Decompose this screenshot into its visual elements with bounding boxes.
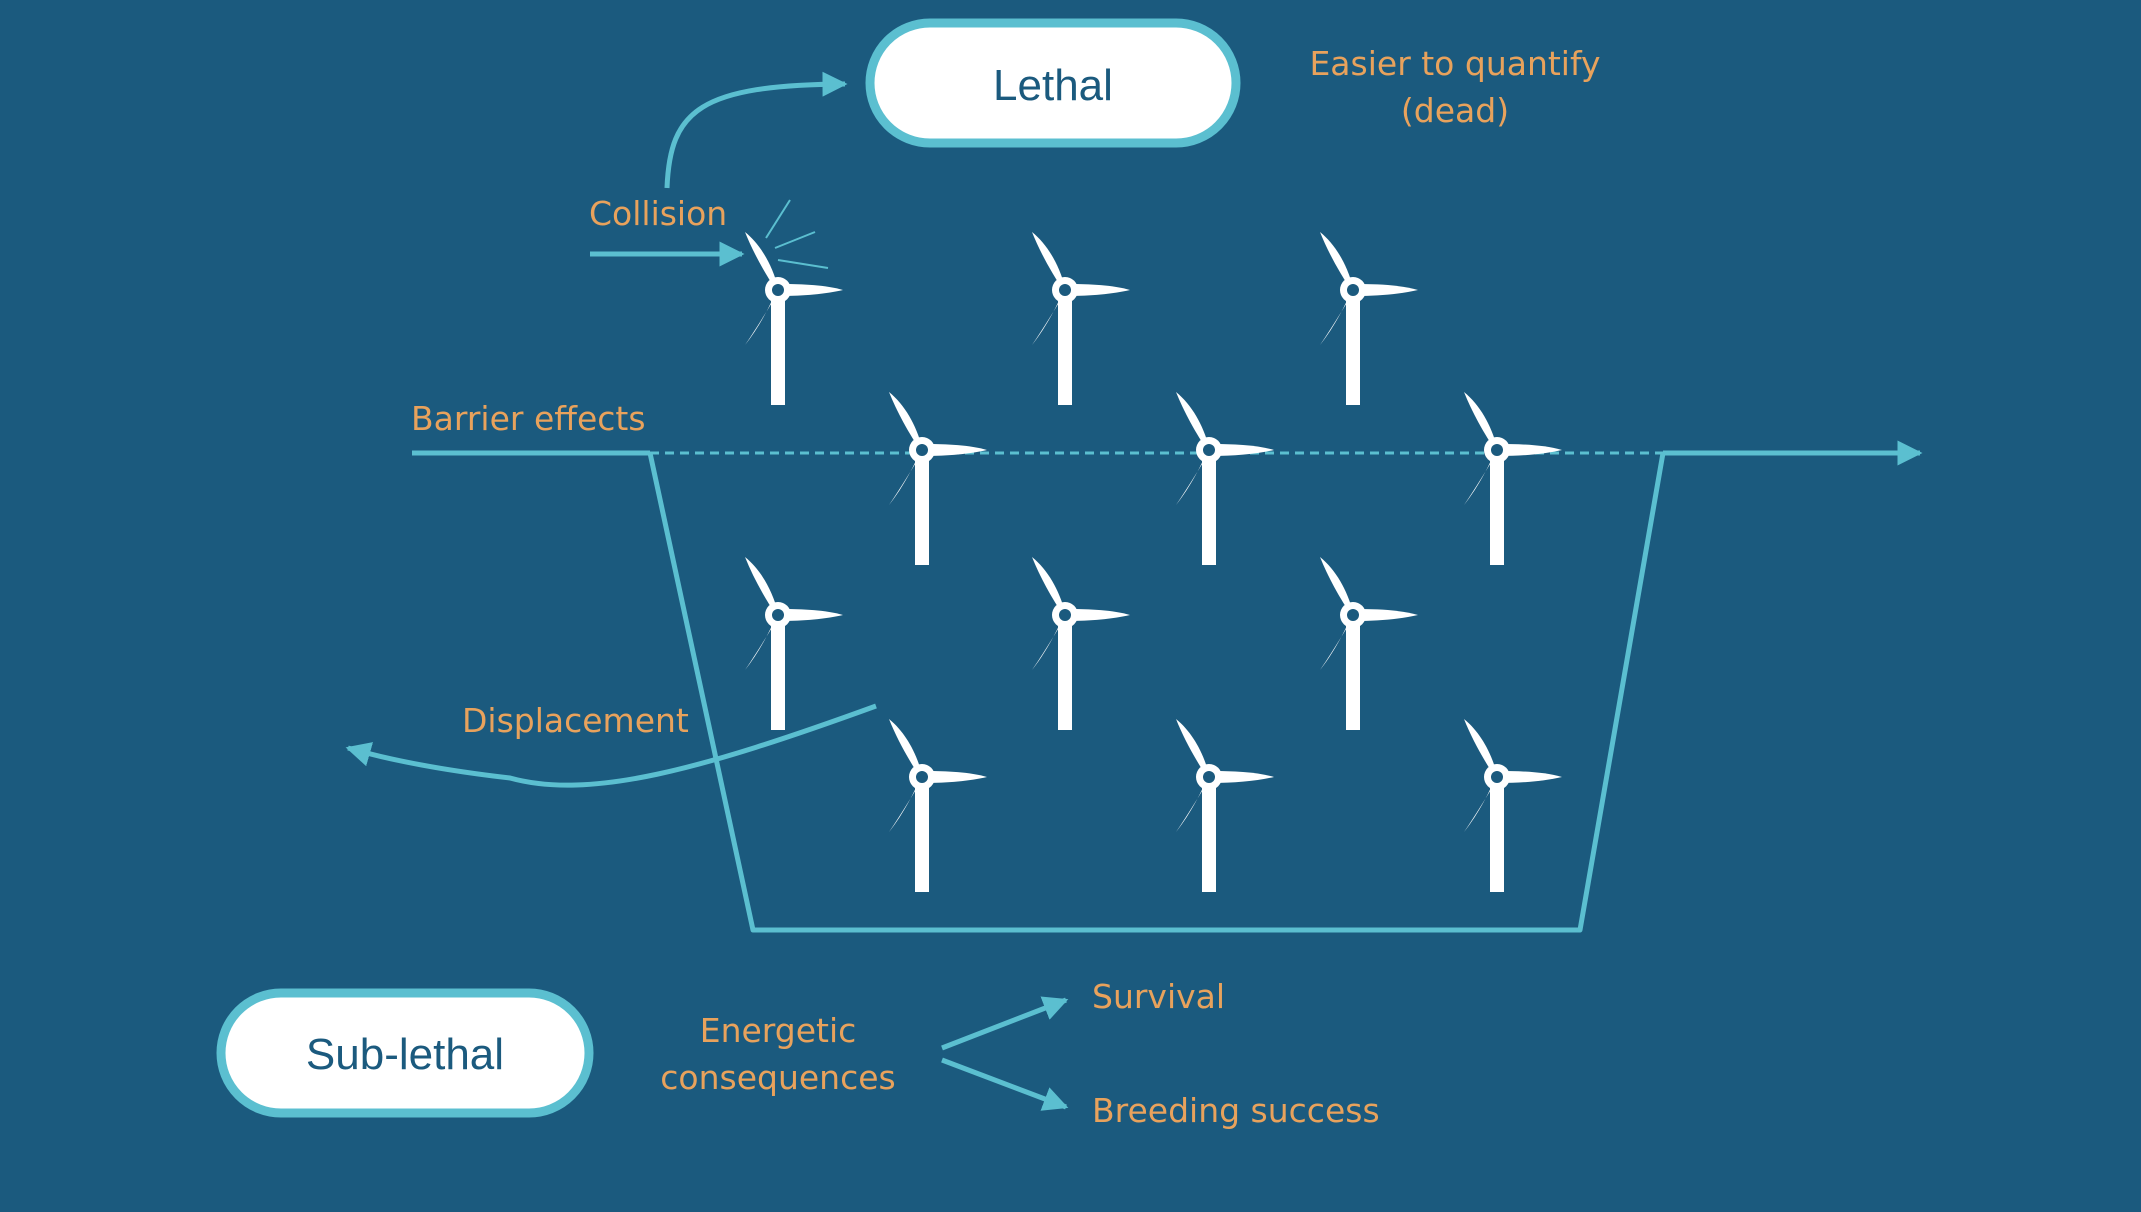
lethal-pill: Lethal — [865, 18, 1241, 148]
wind-turbine-icon — [745, 557, 843, 730]
displacement-arrow — [345, 703, 877, 788]
dead-label: (dead) — [1401, 91, 1509, 130]
consequences-label: consequences — [660, 1058, 895, 1097]
wind-turbine-icon — [745, 232, 843, 405]
wind-turbine-icon — [889, 392, 987, 565]
displacement-label: Displacement — [462, 701, 689, 740]
impact-spark-icon — [765, 199, 829, 269]
collision-label: Collision — [589, 194, 727, 233]
wind-turbine-icon — [1176, 392, 1274, 565]
wind-turbine-icon — [1320, 232, 1418, 405]
sublethal-label: Sub-lethal — [306, 1030, 504, 1079]
wind-turbine-icon — [1464, 392, 1562, 565]
breeding-success-label: Breeding success — [1092, 1091, 1380, 1130]
wind-turbine-icon — [1320, 557, 1418, 730]
wind-turbine-icon — [1176, 719, 1274, 892]
breeding-arrow — [941, 1057, 1069, 1111]
energetic-label: Energetic — [700, 1011, 857, 1050]
easier-to-quantify-label: Easier to quantify — [1309, 44, 1600, 83]
survival-arrow — [941, 996, 1069, 1051]
wind-turbine-icon — [889, 719, 987, 892]
lethal-label: Lethal — [993, 61, 1113, 110]
collision-to-lethal-arrow — [664, 71, 848, 189]
detour-path — [647, 452, 1666, 933]
wind-turbine-icon — [1464, 719, 1562, 892]
wind-turbine-icon — [1032, 232, 1130, 405]
survival-label: Survival — [1092, 977, 1225, 1016]
wind-farm — [745, 232, 1562, 892]
sublethal-pill: Sub-lethal — [216, 988, 594, 1118]
wind-turbine-icon — [1032, 557, 1130, 730]
barrier-effects-label: Barrier effects — [411, 399, 646, 438]
